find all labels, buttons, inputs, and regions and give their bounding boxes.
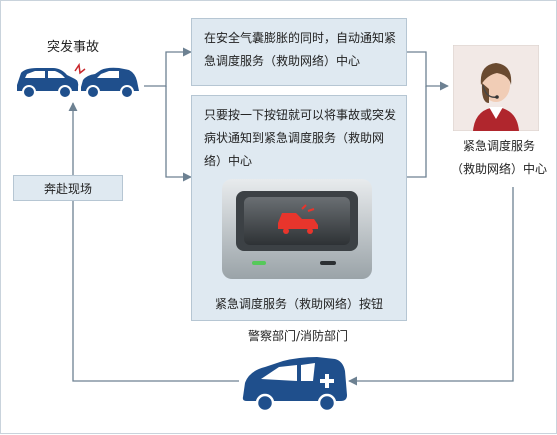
crashed-cars-icon	[17, 62, 139, 99]
accident-label: 突发事故	[47, 40, 100, 55]
arrow-auto-to-center	[407, 51, 449, 91]
button-caption: 紧急调度服务（救助网络）按钮	[214, 297, 383, 311]
ambulance-icon	[242, 357, 347, 413]
arrow-center-to-ambulance	[348, 187, 514, 386]
manual-notify-text: 只要按一下按钮就可以将事故或突发病状通知到紧急调度服务（救助网络）中心	[204, 108, 397, 168]
operator-photo	[453, 45, 539, 131]
arrow-accident-to-auto	[144, 47, 192, 87]
line-manual-to-center	[407, 86, 427, 178]
arrow-accident-to-manual	[165, 86, 192, 182]
dispatch-center-label-1: 紧急调度服务	[462, 139, 535, 153]
auto-notify-box: 在安全气囊膨胀的同时，自动通知紧急调度服务（救助网络）中心	[191, 18, 407, 86]
emergency-button-image	[222, 179, 372, 279]
dispatch-center-label-2: （救助网络）中心	[450, 162, 547, 176]
rush-to-scene-label: 奔赴现场	[43, 182, 92, 196]
rush-to-scene-box: 奔赴现场	[13, 175, 123, 201]
manual-notify-box: 只要按一下按钮就可以将事故或突发病状通知到紧急调度服务（救助网络）中心	[191, 95, 407, 321]
auto-notify-text: 在安全气囊膨胀的同时，自动通知紧急调度服务（救助网络）中心	[204, 31, 397, 68]
police-fire-label: 警察部门/消防部门	[247, 329, 349, 343]
